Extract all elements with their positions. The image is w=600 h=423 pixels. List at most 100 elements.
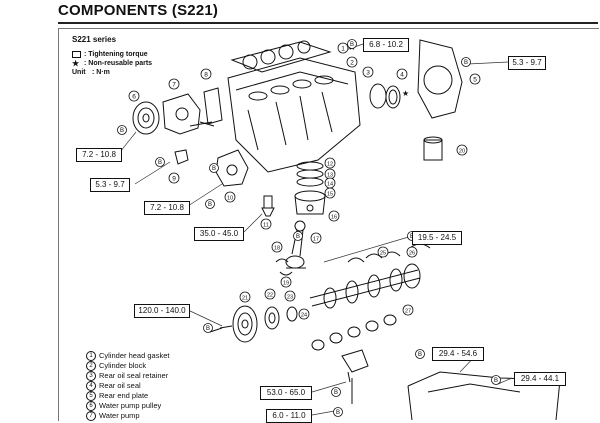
callout-15: 15 bbox=[324, 187, 336, 199]
torque-box-lower-left: 29.4 - 54.6 bbox=[432, 347, 484, 361]
svg-text:B: B bbox=[418, 352, 422, 358]
callout-24: 24 bbox=[298, 308, 310, 320]
connecting-rod-part bbox=[285, 220, 306, 269]
svg-text:B: B bbox=[350, 42, 354, 48]
torque-box-oil-switch: 35.0 - 45.0 bbox=[194, 227, 244, 241]
page-title: COMPONENTS (S221) bbox=[58, 2, 219, 19]
b-mark: B bbox=[333, 407, 343, 417]
key-part bbox=[286, 306, 298, 322]
legend-star-icon: ★ bbox=[72, 59, 80, 68]
b-mark: B bbox=[209, 163, 219, 173]
svg-text:12: 12 bbox=[327, 161, 333, 167]
svg-text:25: 25 bbox=[380, 250, 386, 256]
torque-box-rear-plate: 5.3 - 9.7 bbox=[508, 56, 546, 70]
callout-9: 9 bbox=[168, 172, 180, 184]
svg-text:B: B bbox=[212, 166, 216, 172]
thermostat-housing-part bbox=[215, 149, 249, 187]
torque-box-conrod: 19.5 - 24.5 bbox=[412, 231, 462, 245]
svg-text:★: ★ bbox=[402, 89, 409, 98]
water-pump-pulley-part bbox=[132, 101, 160, 135]
legend-row-unit: Unit : N·m bbox=[72, 69, 110, 76]
svg-text:22: 22 bbox=[267, 292, 273, 298]
torque-box-lower-right: 29.4 - 44.1 bbox=[514, 372, 566, 386]
legend-nonreusable-text: Non-reusable parts bbox=[88, 60, 153, 67]
svg-text:8: 8 bbox=[204, 71, 208, 78]
svg-text:26: 26 bbox=[409, 250, 415, 256]
callout-8: 8 bbox=[200, 68, 212, 80]
title-rule bbox=[58, 22, 598, 24]
callout-20: 20 bbox=[456, 144, 468, 156]
callout-10: 10 bbox=[224, 191, 236, 203]
svg-text:16: 16 bbox=[331, 214, 337, 220]
svg-text:24: 24 bbox=[301, 312, 307, 318]
callout-14: 14 bbox=[324, 177, 336, 189]
callout-2: 2 bbox=[346, 56, 358, 68]
svg-text:9: 9 bbox=[172, 175, 176, 182]
legend: : Tightening torque ★ : Non-reusable par… bbox=[72, 50, 152, 77]
svg-text:5: 5 bbox=[473, 76, 477, 83]
b-mark: B bbox=[293, 231, 303, 241]
svg-text:11: 11 bbox=[263, 222, 269, 228]
svg-text:3: 3 bbox=[366, 69, 370, 76]
series-label: S221 series bbox=[72, 35, 117, 44]
bearing-cap-part bbox=[341, 349, 369, 383]
b-mark: B bbox=[203, 323, 213, 333]
callout-5: 5 bbox=[469, 73, 481, 85]
torque-box-bottom: 6.0 - 11.0 bbox=[266, 409, 312, 423]
svg-text:27: 27 bbox=[405, 308, 411, 314]
callout-18: 18 bbox=[271, 241, 283, 253]
callout-6: 6 bbox=[128, 90, 140, 102]
b-mark: B bbox=[491, 375, 501, 385]
piston-part bbox=[294, 190, 326, 215]
piston-rings-part bbox=[296, 161, 324, 187]
callout-26: 26 bbox=[406, 246, 418, 258]
svg-text:18: 18 bbox=[274, 245, 280, 251]
svg-text:15: 15 bbox=[327, 191, 333, 197]
svg-text:21: 21 bbox=[242, 295, 248, 301]
legend-torque-text: Tightening torque bbox=[88, 51, 148, 58]
torque-box-sensor: 5.3 - 9.7 bbox=[90, 178, 130, 192]
callout-12: 12 bbox=[324, 157, 336, 169]
svg-text:17: 17 bbox=[313, 236, 319, 242]
svg-text:B: B bbox=[120, 128, 124, 134]
b-mark: B bbox=[205, 199, 215, 209]
rear-end-plate-part bbox=[417, 39, 463, 119]
cylinder-block-part bbox=[227, 57, 361, 173]
torque-box-head-gasket: 6.8 - 10.2 bbox=[363, 38, 409, 52]
torque-box-main-cap: 53.0 - 65.0 bbox=[260, 386, 312, 400]
bearing-shells-part bbox=[275, 251, 401, 276]
rear-oil-seal-part bbox=[369, 83, 401, 109]
svg-text:7: 7 bbox=[172, 81, 176, 88]
torque-box-crank-pulley: 120.0 - 140.0 bbox=[134, 304, 190, 318]
svg-text:1: 1 bbox=[341, 45, 345, 52]
callout-25: 25 bbox=[377, 246, 389, 258]
legend-unit-value: N·m bbox=[96, 69, 110, 76]
svg-text:13: 13 bbox=[327, 172, 333, 178]
oil-pressure-switch-part bbox=[261, 195, 275, 217]
svg-text:B: B bbox=[296, 234, 300, 240]
water-pump-part bbox=[162, 93, 215, 135]
b-mark: B bbox=[331, 387, 341, 397]
sensor-part bbox=[174, 149, 189, 165]
b-mark: B bbox=[415, 349, 425, 359]
b-mark: B bbox=[155, 157, 165, 167]
callout-17: 17 bbox=[310, 232, 322, 244]
water-pump-gasket-part bbox=[203, 87, 223, 125]
legend-box-icon bbox=[72, 51, 84, 58]
b-mark: B bbox=[461, 57, 471, 67]
legend-unit-key: Unit bbox=[72, 69, 86, 76]
svg-text:2: 2 bbox=[350, 59, 354, 66]
svg-text:B: B bbox=[158, 160, 162, 166]
callout-22: 22 bbox=[264, 288, 276, 300]
svg-text:19: 19 bbox=[283, 280, 289, 286]
torque-box-thermostat: 7.2 - 10.8 bbox=[144, 201, 190, 215]
svg-text:6: 6 bbox=[132, 93, 136, 100]
